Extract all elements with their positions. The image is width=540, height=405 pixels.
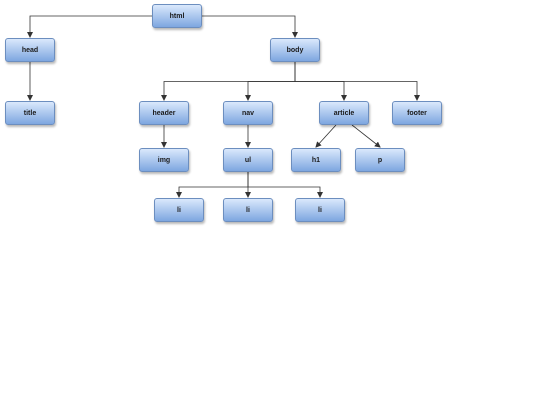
node-head: head — [5, 38, 55, 62]
node-label: li — [318, 206, 322, 214]
edge-article-h1 — [315, 124, 337, 148]
edge-ul-li1 — [176, 172, 249, 198]
node-label: head — [21, 46, 39, 54]
edge-html-head — [27, 15, 152, 38]
node-title: title — [5, 101, 55, 125]
node-ul: ul — [223, 148, 273, 172]
node-li-1: li — [154, 198, 204, 222]
node-html: html — [152, 4, 202, 28]
node-header: header — [139, 101, 189, 125]
node-img: img — [139, 148, 189, 172]
edge-body-nav — [245, 62, 296, 101]
edge-body-header — [161, 62, 296, 101]
node-label: footer — [407, 109, 427, 117]
node-p: p — [355, 148, 405, 172]
node-nav: nav — [223, 101, 273, 125]
edge-article-p — [351, 124, 381, 148]
node-label: ul — [244, 156, 252, 164]
edge-ul-li3 — [247, 172, 323, 198]
node-footer: footer — [392, 101, 442, 125]
node-li-2: li — [223, 198, 273, 222]
node-label: nav — [241, 109, 255, 117]
edge-body-footer — [294, 62, 420, 101]
node-label: body — [286, 46, 304, 54]
node-label: header — [152, 109, 176, 117]
node-label: html — [169, 12, 185, 20]
node-label: article — [333, 109, 355, 117]
node-body: body — [270, 38, 320, 62]
node-label: title — [23, 109, 37, 117]
node-label: img — [157, 156, 171, 164]
node-label: li — [246, 206, 250, 214]
node-label: p — [377, 156, 383, 164]
node-label: li — [177, 206, 181, 214]
edge-body-article — [294, 62, 347, 101]
edge-html-body — [202, 15, 298, 38]
node-label: h1 — [311, 156, 321, 164]
node-li-3: li — [295, 198, 345, 222]
node-article: article — [319, 101, 369, 125]
node-h1: h1 — [291, 148, 341, 172]
